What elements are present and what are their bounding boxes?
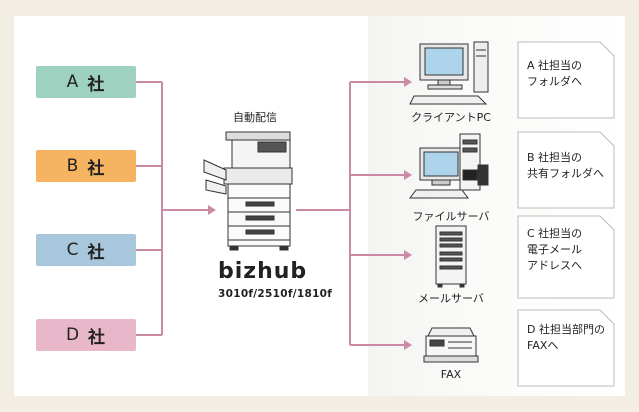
document-line: 共有フォルダへ	[527, 167, 604, 180]
document-d-text: D 社担当部門の FAXへ	[527, 322, 605, 354]
arrow-mailserver-icon	[404, 250, 412, 260]
company-suffix: 社	[87, 74, 106, 95]
arrow-fax-icon	[404, 340, 412, 350]
client-pc-label: クライアントPC	[411, 111, 491, 124]
company-letter: B	[66, 156, 80, 176]
document-c-text: C 社担当の 電子メール アドレスへ	[527, 226, 582, 274]
company-letter: C	[66, 240, 80, 260]
document-line: アドレスへ	[527, 259, 582, 272]
mail-server-icon	[435, 225, 467, 288]
document-b-text: B 社担当の 共有フォルダへ	[527, 150, 604, 182]
document-line: B 社担当の	[527, 151, 583, 164]
model-numbers: 3010f/2510f/1810f	[218, 288, 333, 300]
company-suffix: 社	[87, 242, 106, 263]
fax-label: FAX	[440, 368, 462, 381]
client-pc-icon	[409, 41, 489, 105]
company-d-box: D 社	[36, 319, 136, 351]
document-line: D 社担当部門の	[527, 323, 605, 336]
document-c-icon	[517, 215, 615, 299]
document-line: 電子メール	[527, 243, 582, 256]
company-c-box: C 社	[36, 234, 136, 266]
document-line: C 社担当の	[527, 227, 583, 240]
company-a-box: A 社	[36, 66, 136, 98]
mail-server-label: メールサーバ	[418, 292, 484, 305]
document-line: FAXへ	[527, 339, 559, 352]
company-letter: A	[66, 72, 80, 92]
company-suffix: 社	[88, 327, 107, 348]
document-line: フォルダへ	[527, 75, 582, 88]
document-b-icon	[517, 131, 615, 209]
document-d-icon	[517, 309, 615, 387]
arrow-mfp-icon	[208, 205, 216, 215]
arrow-fileserver-icon	[404, 170, 412, 180]
file-server-icon	[409, 133, 489, 199]
document-a-text: A 社担当の フォルダへ	[527, 58, 582, 90]
company-suffix: 社	[87, 158, 106, 179]
file-server-label: ファイルサーバ	[412, 210, 490, 223]
company-b-box: B 社	[36, 150, 136, 182]
arrow-pc-icon	[404, 77, 412, 87]
company-letter: D	[65, 325, 81, 345]
mfp-icon	[203, 131, 293, 251]
fax-icon	[423, 327, 479, 363]
auto-distribution-label: 自動配信	[233, 111, 277, 124]
brand-name: bizhub	[218, 259, 308, 284]
document-line: A 社担当の	[527, 59, 583, 72]
document-a-icon	[517, 41, 615, 119]
